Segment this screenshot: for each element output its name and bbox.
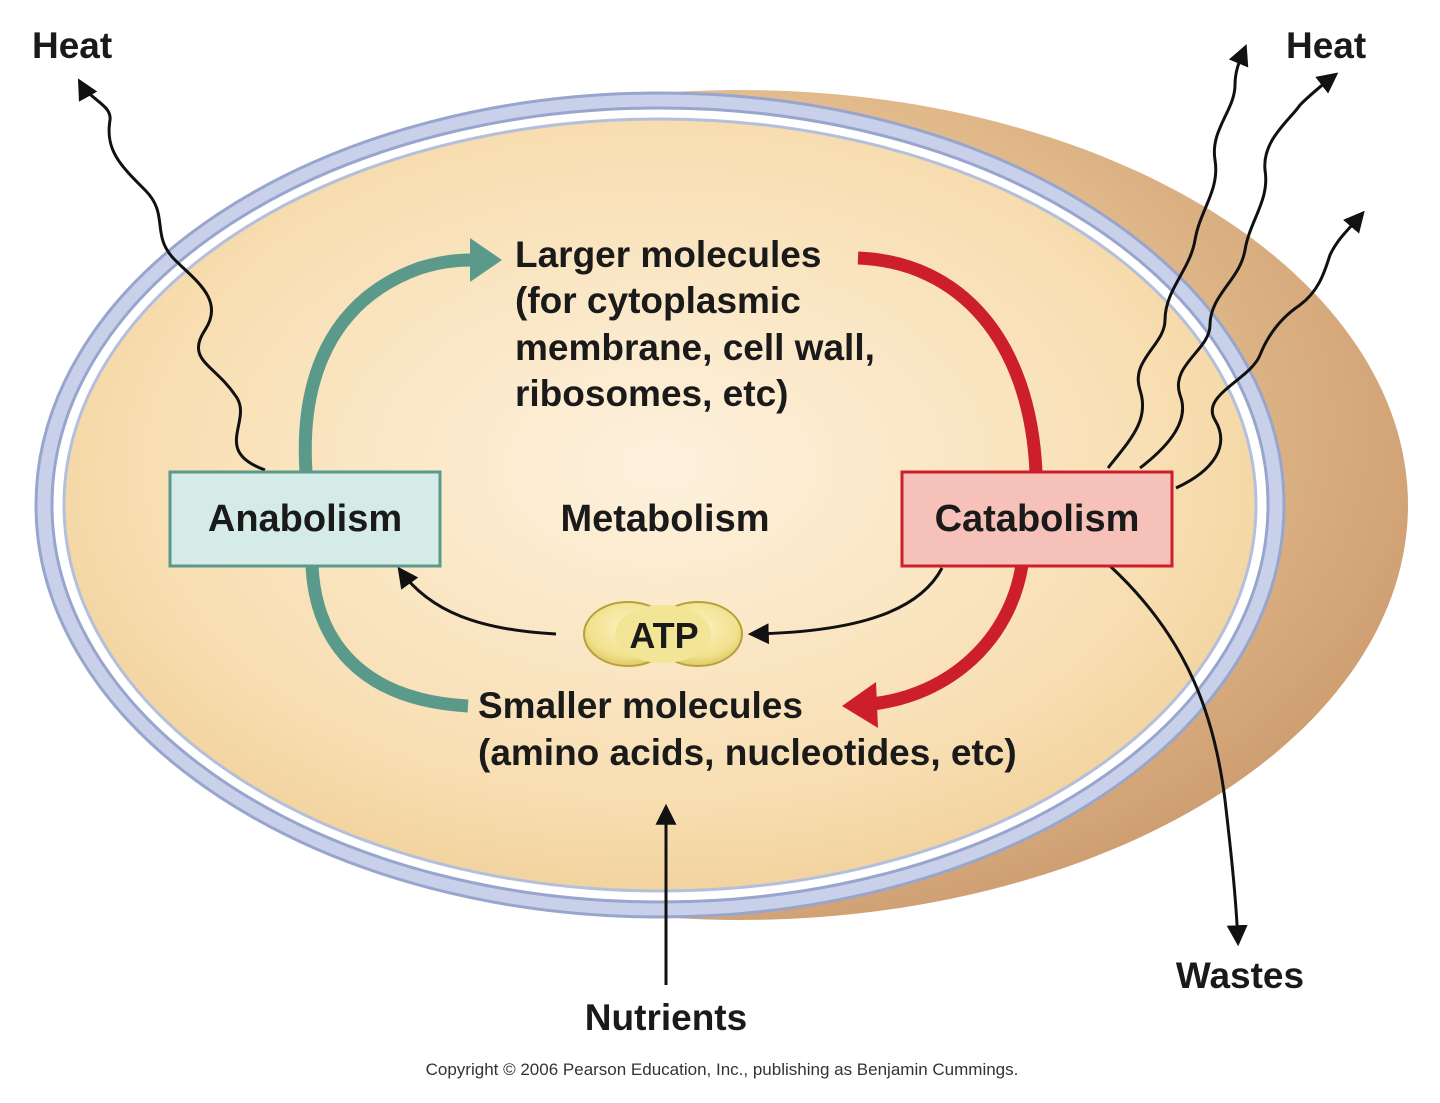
larger-molecules-line-1: Larger molecules — [515, 234, 821, 275]
wastes-arrow — [1108, 564, 1248, 947]
atp-label: ATP — [629, 615, 698, 656]
heat-label-left: Heat — [32, 25, 112, 66]
atp-arrows — [397, 566, 944, 645]
smaller-molecules-line-1: Smaller molecules — [478, 685, 803, 726]
catabolic-arrowhead — [842, 682, 878, 728]
heat-arrow-left — [77, 78, 266, 472]
larger-molecules-line-4: ribosomes, etc) — [515, 373, 788, 414]
smaller-molecules-line-2: (amino acids, nucleotides, etc) — [478, 732, 1017, 773]
catabolism-box: Catabolism — [900, 470, 1174, 568]
larger-molecules-text: Larger molecules (for cytoplasmic membra… — [515, 234, 875, 414]
cytoplasm — [62, 117, 1258, 893]
anabolism-box-rect — [168, 470, 442, 568]
atp-molecule: ATP — [583, 601, 743, 667]
anabolic-arrow-upper — [298, 253, 473, 473]
anabolic-arrowhead — [470, 238, 502, 282]
anabolic-arrow-lower — [305, 564, 469, 713]
larger-molecules-line-2: (for cytoplasmic — [515, 280, 801, 321]
heat-label-right: Heat — [1286, 25, 1366, 66]
larger-molecules-line-3: membrane, cell wall, — [515, 327, 875, 368]
anabolism-label: Anabolism — [208, 498, 402, 540]
nutrients-label: Nutrients — [585, 997, 747, 1038]
catabolic-arrow-upper — [857, 251, 1043, 473]
copyright-text: Copyright © 2006 Pearson Education, Inc.… — [426, 1060, 1019, 1079]
heat-arrow-right-3 — [1175, 210, 1365, 490]
catabolic-arrow-lower — [871, 563, 1029, 711]
metabolism-label: Metabolism — [560, 498, 769, 540]
atp-center — [615, 605, 711, 663]
atp-to-anabolism-arrow — [397, 566, 557, 636]
anabolism-box: Anabolism — [168, 470, 442, 568]
catabolism-box-rect — [900, 470, 1174, 568]
anabolic-pathway — [298, 238, 502, 713]
transport-arrows — [655, 564, 1248, 985]
catabolic-pathway — [842, 251, 1043, 728]
heat-arrows — [77, 44, 1365, 490]
smaller-molecules-text: Smaller molecules (amino acids, nucleoti… — [478, 685, 1017, 773]
heat-arrow-right-1 — [1106, 44, 1249, 469]
wastes-label: Wastes — [1176, 955, 1304, 996]
catabolism-label: Catabolism — [935, 498, 1140, 540]
catabolism-to-atp-arrow — [747, 567, 944, 645]
heat-arrow-right-2 — [1139, 72, 1339, 470]
